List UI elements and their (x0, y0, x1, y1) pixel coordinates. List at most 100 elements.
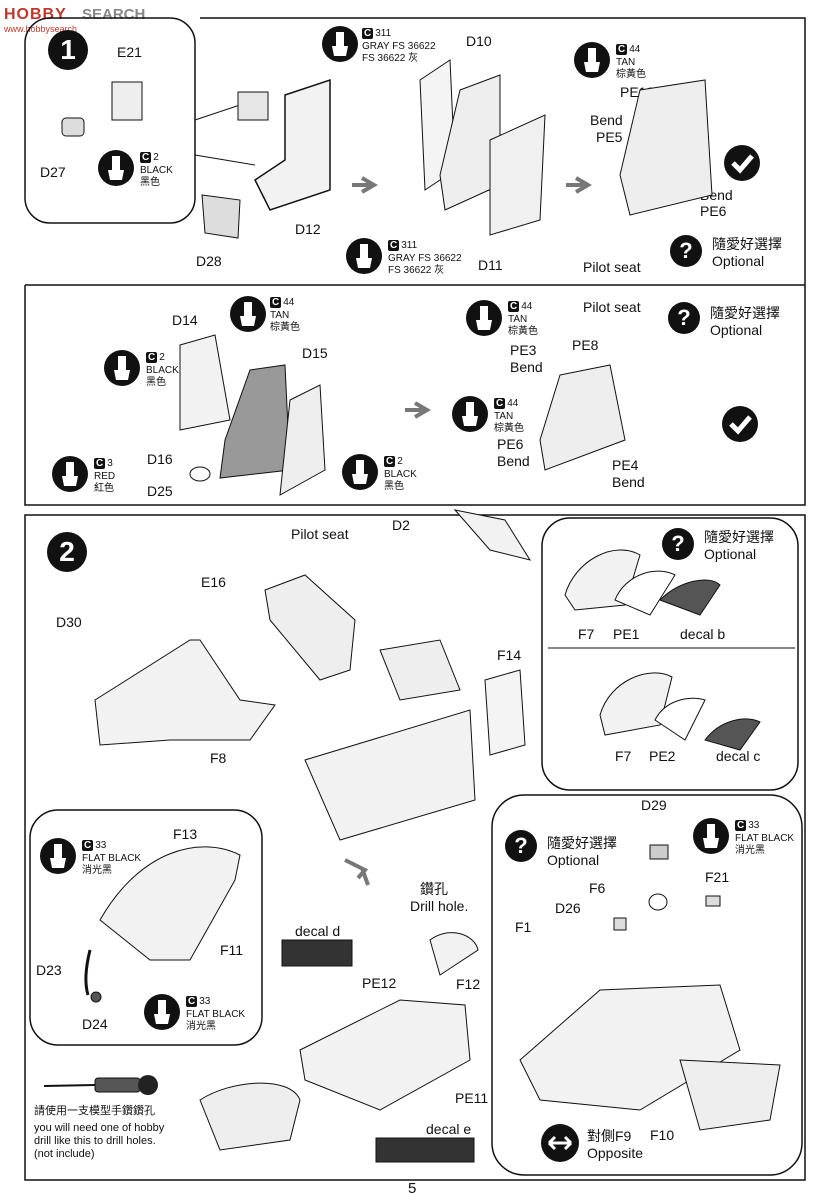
bend-label-pe3: Bend (510, 359, 543, 375)
paint-black-zh: 黑色 (140, 177, 160, 188)
paint-gray-line2: FS 36622 灰 (362, 53, 419, 64)
paint-tan-en: TAN (494, 411, 514, 422)
part-pe1: PE1 (613, 626, 640, 642)
part-f10: F10 (650, 1127, 675, 1143)
drill-hole-zh: 鑽孔 (420, 881, 448, 897)
tool-note-en-1: you will need one of hobby (34, 1122, 165, 1134)
paint-tan-en: TAN (616, 57, 636, 68)
part-d15: D15 (302, 345, 328, 361)
double-arrow-icon (541, 1124, 579, 1162)
paint-flat-black-zh: 消光黑 (735, 845, 765, 856)
part-f13: F13 (173, 826, 198, 842)
part-f12: F12 (456, 976, 481, 992)
optional-label-en: Optional (712, 253, 765, 269)
part-d26: D26 (555, 900, 581, 916)
optional-icon: ? (505, 830, 537, 862)
tool-note-zh: 請使用一支模型手鑽鑽孔 (34, 1105, 155, 1117)
decal-b: decal b (680, 626, 726, 642)
part-f6: F6 (589, 880, 606, 896)
paint-flat-black-en: FLAT BLACK (82, 853, 142, 864)
paint-gray-line1: GRAY FS 36622 (388, 253, 462, 264)
paint-brush-icon (342, 454, 378, 490)
paint-brush-icon (144, 994, 180, 1030)
part-d10: D10 (466, 33, 492, 49)
pilot-seat-label: Pilot seat (583, 299, 641, 315)
step-number-2: 2 (47, 532, 87, 572)
paint-brush-icon (466, 300, 502, 336)
watermark-site: www.hobbysearch (4, 24, 78, 34)
paint-black-zh: 黑色 (384, 481, 404, 492)
optional-label-en: Optional (547, 852, 600, 868)
paint-black-en: BLACK (146, 365, 179, 376)
paint-tan-en: TAN (270, 310, 290, 321)
step-number-1: 1 (48, 30, 88, 70)
part-e21: E21 (117, 44, 142, 60)
part-pe5: PE5 (596, 129, 623, 145)
drill-hole-en: Drill hole. (410, 898, 469, 914)
part-f14: F14 (497, 647, 522, 663)
optional-icon: ? (662, 528, 694, 560)
pilot-seat-label: Pilot seat (291, 526, 349, 542)
part-pe3: PE3 (510, 342, 537, 358)
paint-black-en: BLACK (384, 469, 417, 480)
paint-tan-zh: 棕黃色 (616, 69, 646, 80)
part-f1: F1 (515, 919, 532, 935)
part-d11: D11 (478, 257, 503, 273)
opposite-zh: 對側F9 (587, 1128, 632, 1144)
part-d28: D28 (196, 253, 222, 269)
paint-tan-zh: 棕黃色 (508, 326, 538, 337)
paint-flat-black-zh: 消光黑 (82, 865, 112, 876)
part-pe8: PE8 (572, 337, 599, 353)
paint-brush-icon (52, 456, 88, 492)
tool-note-en-3: (not include) (34, 1148, 95, 1160)
paint-flat-black-zh: 消光黑 (186, 1021, 216, 1032)
part-f11: F11 (220, 942, 244, 958)
part-d25: D25 (147, 483, 173, 499)
part-f21: F21 (705, 869, 730, 885)
part-pe4: PE4 (612, 457, 639, 473)
paint-brush-icon (98, 150, 134, 186)
optional-label-en: Optional (704, 546, 757, 562)
part-d16: D16 (147, 451, 173, 467)
paint-brush-icon (574, 42, 610, 78)
paint-brush-icon (104, 350, 140, 386)
part-d14: D14 (172, 312, 198, 328)
tool-note-en-2: drill like this to drill holes. (34, 1135, 156, 1147)
page-number: 5 (408, 1180, 417, 1197)
part-pe6: PE6 (497, 436, 524, 452)
part-d2: D2 (392, 517, 410, 533)
part-f7: F7 (578, 626, 595, 642)
part-d27: D27 (40, 164, 66, 180)
paint-brush-icon (40, 838, 76, 874)
part-f8: F8 (210, 750, 227, 766)
paint-brush-icon (693, 818, 729, 854)
part-f7: F7 (615, 748, 632, 764)
part-d12: D12 (295, 221, 321, 237)
paint-brush-icon (230, 296, 266, 332)
bend-label-pe4: Bend (612, 474, 645, 490)
check-icon (724, 145, 760, 181)
optional-label-zh: 隨愛好選擇 (704, 529, 774, 545)
optional-label-zh: 隨愛好選擇 (547, 835, 617, 851)
part-e16: E16 (201, 574, 226, 590)
decal-d: decal d (295, 923, 341, 939)
part-pe12: PE12 (362, 975, 397, 991)
paint-tan-zh: 棕黃色 (494, 423, 524, 434)
paint-red-zh: 紅色 (94, 483, 114, 494)
paint-flat-black-en: FLAT BLACK (186, 1009, 246, 1020)
optional-label-zh: 隨愛好選擇 (710, 305, 780, 321)
